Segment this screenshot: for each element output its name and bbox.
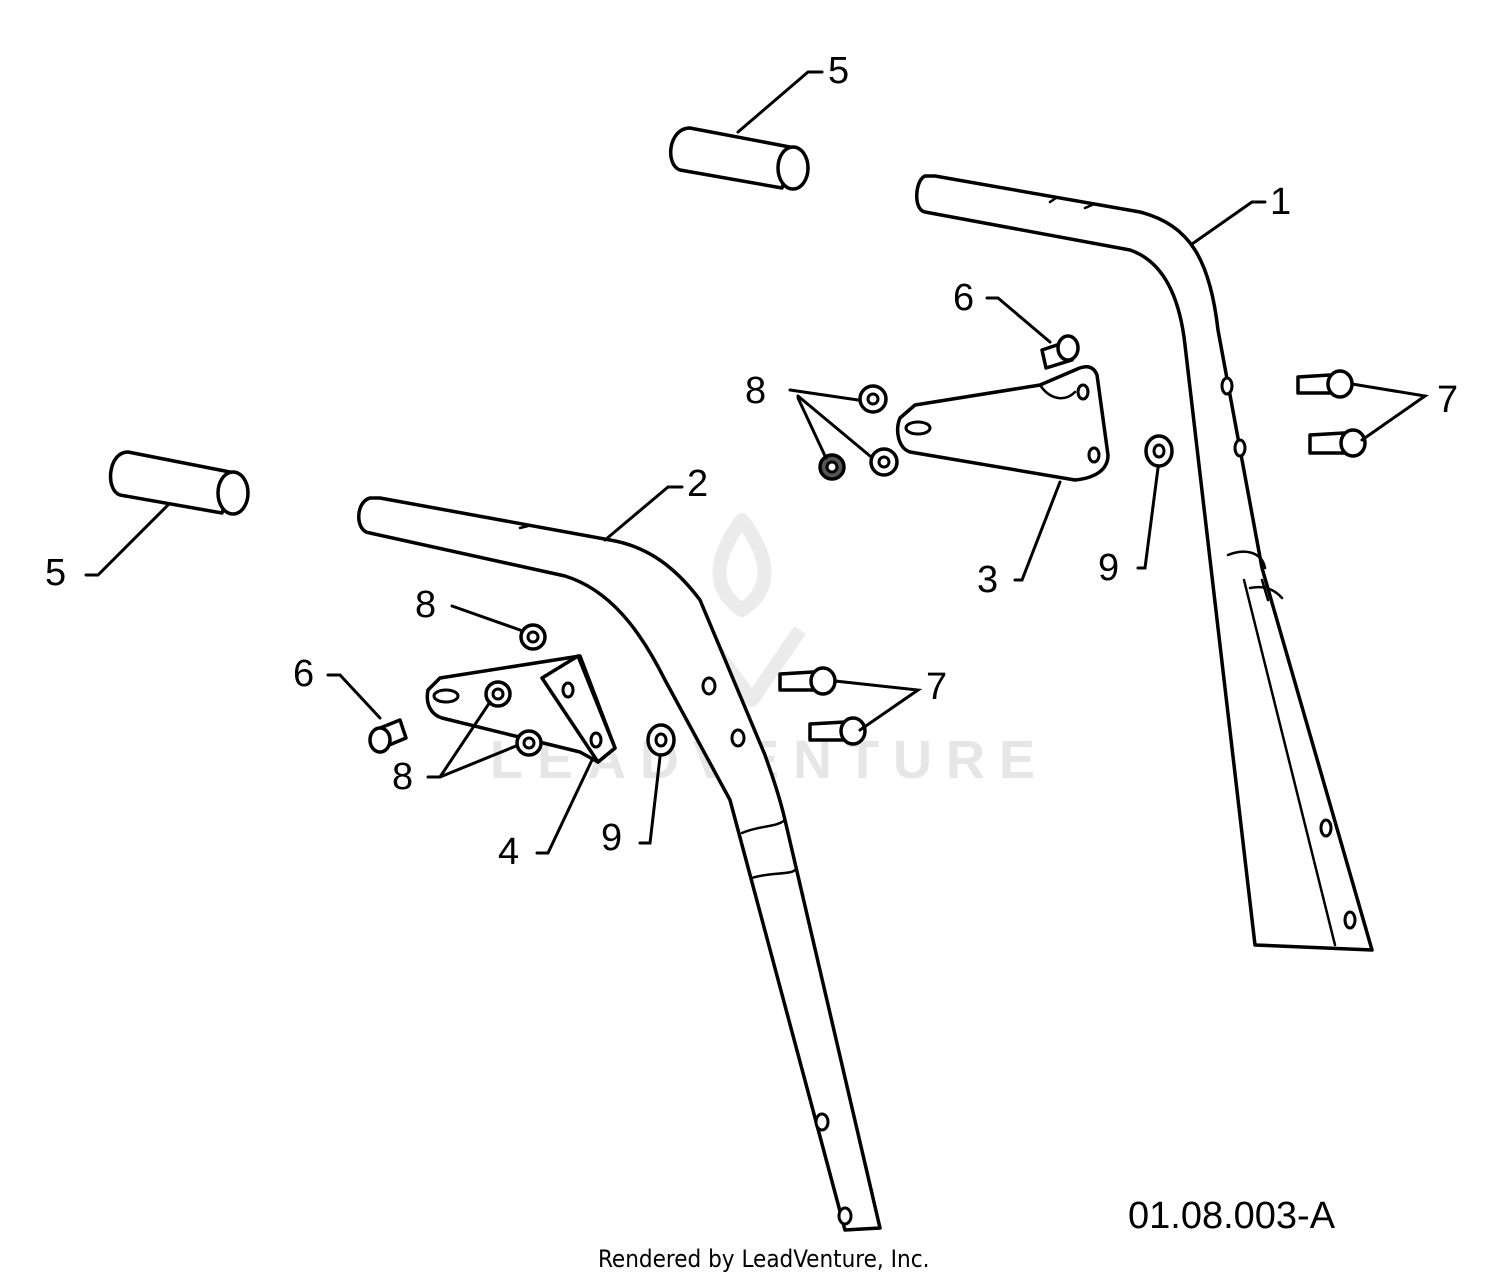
callout-8-lower: 8 xyxy=(392,756,413,798)
nut-8[interactable] xyxy=(818,453,846,481)
handle-tube-2[interactable] xyxy=(357,496,882,1232)
bolt-7[interactable] xyxy=(1308,428,1367,458)
bracket-hole xyxy=(1076,383,1090,401)
nut-8[interactable] xyxy=(519,623,547,651)
callouts: 1 2 3 4 5 5 6 6 7 7 8 8 8 9 9 xyxy=(45,50,1458,873)
callout-2: 2 xyxy=(687,463,708,505)
grip-left[interactable] xyxy=(108,450,250,516)
nut-8[interactable] xyxy=(858,384,888,414)
bracket-hole xyxy=(1087,446,1101,464)
tube-hole xyxy=(730,728,746,748)
bolt-6-lower[interactable] xyxy=(368,718,408,754)
bracket-3[interactable] xyxy=(896,364,1110,482)
nut-8[interactable] xyxy=(484,680,512,708)
washer-9[interactable] xyxy=(646,723,676,757)
bracket-hole xyxy=(589,731,603,749)
callout-5-upper: 5 xyxy=(828,50,849,92)
washer-9[interactable] xyxy=(1144,434,1174,468)
callout-6-lower: 6 xyxy=(293,653,314,695)
bracket-slot xyxy=(904,420,932,436)
render-credit: Rendered by LeadVenture, Inc. xyxy=(598,1245,929,1273)
callout-9-left: 9 xyxy=(601,817,622,859)
bolt-6-upper[interactable] xyxy=(1040,334,1080,370)
callout-8-middle: 8 xyxy=(415,584,436,626)
bolt-7[interactable] xyxy=(778,666,837,696)
callout-4: 4 xyxy=(498,831,519,873)
tube-hole xyxy=(814,1112,830,1132)
callout-1: 1 xyxy=(1270,181,1291,223)
callout-7-upper: 7 xyxy=(1437,379,1458,421)
bolt-7[interactable] xyxy=(808,716,867,746)
tube-hole xyxy=(1233,438,1247,458)
callout-5-left: 5 xyxy=(45,552,66,594)
tube-hole xyxy=(701,676,717,696)
bracket-hole xyxy=(561,681,575,699)
bolt-7[interactable] xyxy=(1296,369,1354,399)
tube-hole xyxy=(837,1206,853,1226)
tube-hole xyxy=(1220,376,1234,396)
callout-8-upper: 8 xyxy=(745,370,766,412)
nut-8[interactable] xyxy=(515,729,543,757)
bracket-slot xyxy=(432,688,460,704)
nut-8[interactable] xyxy=(869,447,899,477)
watermark-flame-icon xyxy=(712,513,772,617)
callout-7-lower: 7 xyxy=(926,666,947,708)
figure-code: 01.08.003-A xyxy=(1128,1195,1336,1237)
handle-tube-1[interactable] xyxy=(915,174,1374,952)
bracket-4[interactable] xyxy=(425,654,617,764)
tube-hole xyxy=(1343,910,1357,930)
callout-9-right: 9 xyxy=(1098,547,1119,589)
callout-3: 3 xyxy=(977,559,998,601)
grip-upper[interactable] xyxy=(669,126,810,191)
tube-hole xyxy=(1319,818,1333,838)
leader-lines xyxy=(84,70,1429,855)
callout-6-upper: 6 xyxy=(953,277,974,319)
